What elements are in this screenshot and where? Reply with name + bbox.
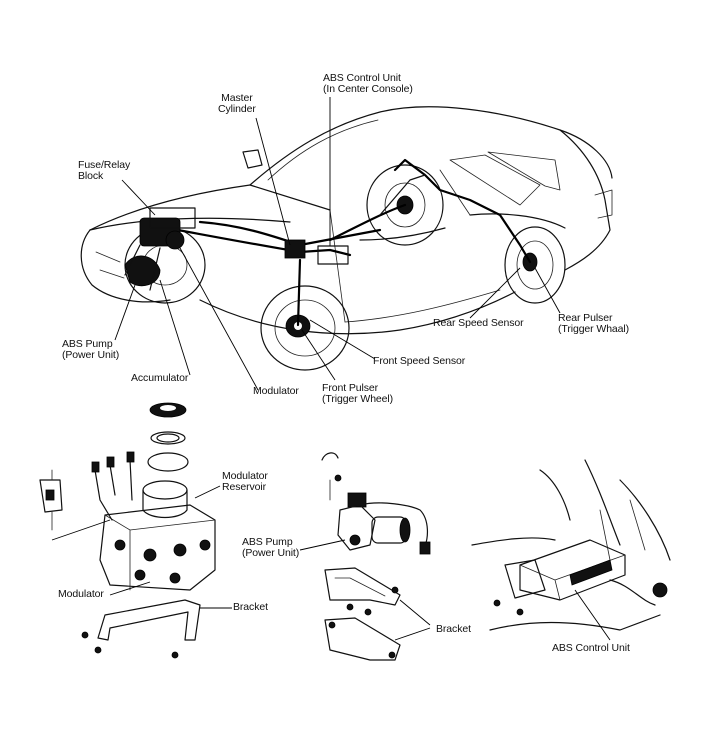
label-master-cylinder-line2: Cylinder	[218, 103, 256, 115]
wheels	[124, 164, 566, 371]
label-modulator-reservoir-line2: Reservoir	[222, 481, 267, 493]
label-bracket-modulator: Bracket	[233, 601, 268, 613]
label-abs-control-unit-console-line1: ABS Control Unit	[323, 72, 401, 84]
abs-pump-assembly	[299, 452, 431, 661]
label-front-pulser-line1: Front Pulser	[322, 382, 378, 394]
brake-lines	[148, 158, 532, 327]
label-front-pulser-line2: (Trigger Wheel)	[322, 393, 394, 405]
label-abs-control-unit-detail: ABS Control Unit	[552, 642, 630, 654]
label-master-cylinder-line1: Master	[221, 92, 253, 104]
label-fuse-relay-block-line1: Fuse/Relay	[78, 159, 131, 171]
engine-bay	[124, 207, 349, 291]
label-rear-pulser-line1: Rear Pulser	[558, 312, 613, 324]
label-front-pulser: Front Pulser (Trigger Wheel)	[322, 383, 393, 405]
leader-lines-car	[114, 97, 561, 391]
label-abs-pump-car-line2: (Power Unit)	[62, 349, 120, 361]
label-rear-pulser: Rear Pulser (Trigger Whaal)	[558, 313, 629, 335]
label-master-cylinder: Master Cylinder	[218, 93, 256, 115]
abs-control-unit-installation	[471, 459, 671, 641]
label-modulator-reservoir: Modulator Reservoir	[222, 471, 268, 493]
label-rear-speed-sensor: Rear Speed Sensor	[433, 317, 524, 329]
label-abs-pump-car: ABS Pump (Power Unit)	[62, 339, 119, 361]
label-fuse-relay-block-line2: Block	[78, 170, 104, 182]
label-modulator-detail: Modulator	[58, 588, 104, 600]
label-abs-pump-detail-line1: ABS Pump	[242, 536, 293, 548]
label-rear-pulser-line2: (Trigger Whaal)	[558, 323, 630, 335]
modulator-assembly	[39, 402, 232, 659]
label-fuse-relay-block: Fuse/Relay Block	[78, 160, 130, 182]
label-front-speed-sensor: Front Speed Sensor	[373, 355, 466, 367]
label-modulator-car: Modulator	[253, 385, 299, 397]
label-abs-pump-detail-line2: (Power Unit)	[242, 547, 300, 559]
label-abs-pump-car-line1: ABS Pump	[62, 338, 113, 350]
label-modulator-reservoir-line1: Modulator	[222, 470, 268, 482]
label-accumulator: Accumulator	[131, 372, 189, 384]
label-abs-control-unit-console-line2: (In Center Console)	[323, 83, 413, 95]
label-bracket-pump: Bracket	[436, 623, 471, 635]
label-abs-control-unit-console: ABS Control Unit (In Center Console)	[323, 73, 413, 95]
label-abs-pump-detail: ABS Pump (Power Unit)	[242, 537, 299, 559]
